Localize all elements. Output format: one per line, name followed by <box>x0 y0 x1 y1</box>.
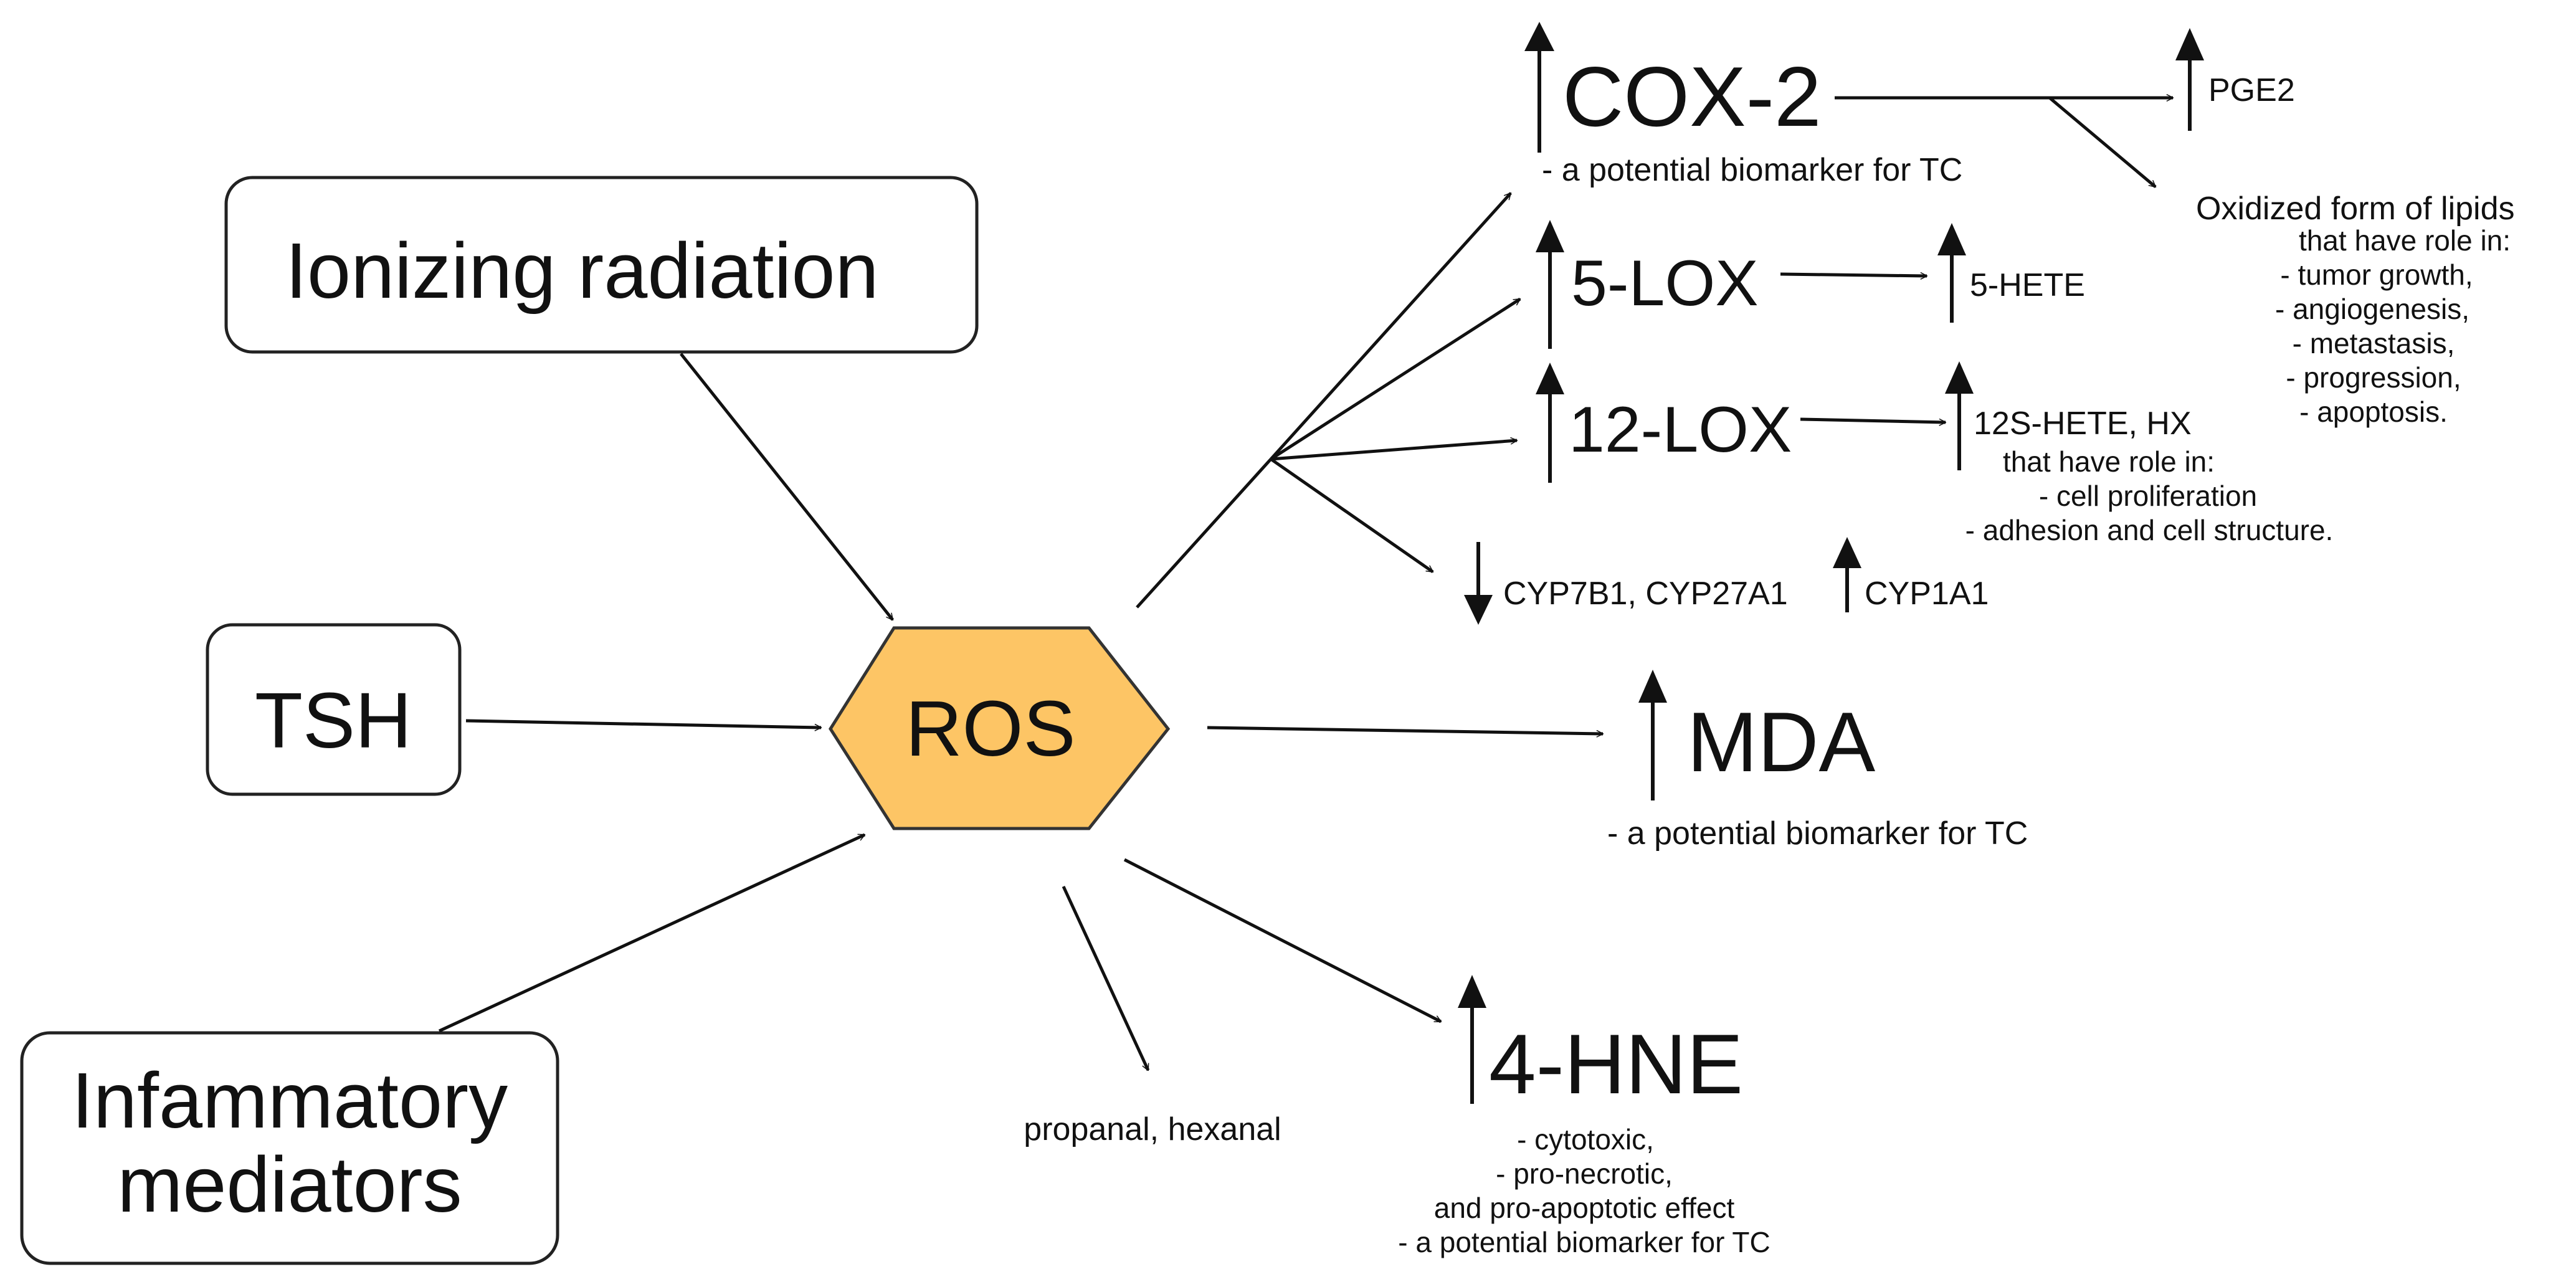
propanal-hexanal-label: propanal, hexanal <box>1024 1111 1281 1147</box>
arrow-cox2-to-lipids <box>2048 97 2155 188</box>
lox5-node: 5-LOX <box>1536 220 1759 349</box>
cyp-up-arrow-icon <box>1833 537 1861 568</box>
arrow-to-cyp <box>1270 457 1433 574</box>
arrow-ionizing-to-ros <box>680 353 894 620</box>
lox5-label: 5-LOX <box>1571 247 1759 320</box>
pge2-up-arrow-icon <box>2175 28 2204 60</box>
ionizing-radiation-label: Ionizing radiation <box>285 227 879 315</box>
hne-up-arrow-icon <box>1458 975 1486 1008</box>
hete5-label: 5-HETE <box>1970 267 2085 303</box>
tsh-node: TSH <box>206 623 462 796</box>
cox2-note: - a potential biomarker for TC <box>1542 152 1962 188</box>
arrow-to-propanal <box>1062 885 1150 1070</box>
inflammatory-mediators-node: Infammatory mediators <box>20 1031 559 1265</box>
cyp-up-label: CYP1A1 <box>1865 576 1989 612</box>
oxidized-lipids-title: Oxidized form of lipids <box>2196 191 2515 227</box>
lipids-line-2: - tumor growth, <box>2280 259 2473 291</box>
inflammatory-label-line1: Infammatory <box>72 1057 508 1144</box>
arrow-to-mda <box>1207 726 1603 734</box>
pge2-label: PGE2 <box>2208 72 2295 108</box>
lipids-line-1: that have role in: <box>2299 224 2511 257</box>
tsh-label: TSH <box>255 677 412 764</box>
arrow-to-5lox <box>1270 297 1520 461</box>
lipids-line-5: - progression, <box>2286 361 2461 394</box>
arrow-12lox-to-12shete <box>1800 417 1946 422</box>
cyp-node: CYP7B1, CYP27A1 CYP1A1 <box>1464 537 1989 625</box>
ros-node: ROS <box>829 626 1171 830</box>
pge2-node: PGE2 <box>2175 28 2295 131</box>
cyp-down-label: CYP7B1, CYP27A1 <box>1503 576 1788 612</box>
branch-stem <box>1136 458 1272 609</box>
oxidized-lipids-node: Oxidized form of lipids that have role i… <box>2196 191 2515 428</box>
cyp-down-arrow-icon <box>1464 595 1493 625</box>
hne-line-2: - pro-necrotic, <box>1496 1157 1673 1190</box>
lipids-line-3: - angiogenesis, <box>2275 293 2469 325</box>
hne-line-4: - a potential biomarker for TC <box>1398 1226 1770 1258</box>
hne-node: 4-HNE - cytotoxic, - pro-necrotic, and p… <box>1398 975 1770 1258</box>
mda-node: MDA - a potential biomarker for TC <box>1607 670 2028 852</box>
mda-note: - a potential biomarker for TC <box>1607 815 2028 852</box>
lox12-line-1: that have role in: <box>2003 445 2215 478</box>
lipids-line-6: - apoptosis. <box>2299 396 2448 428</box>
arrow-to-cox2 <box>1270 193 1512 460</box>
ros-label: ROS <box>905 685 1075 772</box>
cox2-label: COX-2 <box>1562 49 1822 144</box>
lox12-up-arrow-icon <box>1536 363 1564 394</box>
inflammatory-label-line2: mediators <box>117 1141 462 1228</box>
hne-label: 4-HNE <box>1489 1017 1743 1111</box>
hne-line-3: and pro-apoptotic effect <box>1434 1192 1735 1224</box>
arrow-5lox-to-5hete <box>1780 274 1927 276</box>
mda-up-arrow-icon <box>1638 670 1667 703</box>
cox2-up-arrow-icon <box>1524 22 1554 51</box>
shete12-label: 12S-HETE, HX <box>1974 406 2192 442</box>
arrow-to-12lox <box>1270 440 1517 461</box>
shete12-node: 12S-HETE, HX that have role in: - cell p… <box>1945 361 2333 546</box>
lox12-line-3: - adhesion and cell structure. <box>1965 514 2334 546</box>
arrow-tsh-to-ros <box>465 719 821 728</box>
lox12-label: 12-LOX <box>1569 394 1792 466</box>
hne-line-1: - cytotoxic, <box>1517 1123 1654 1156</box>
lipids-line-4: - metastasis, <box>2293 327 2455 359</box>
mda-label: MDA <box>1687 695 1876 789</box>
lox5-up-arrow-icon <box>1536 220 1564 252</box>
cox2-node: COX-2 - a potential biomarker for TC <box>1524 22 1962 188</box>
arrow-to-4hne <box>1123 858 1441 1023</box>
ionizing-radiation-node: Ionizing radiation <box>224 176 979 354</box>
hete5-up-arrow-icon <box>1937 223 1966 255</box>
lox12-line-2: - cell proliferation <box>2039 480 2257 512</box>
arrow-inflammatory-to-ros <box>438 833 865 1033</box>
lox12-node: 12-LOX <box>1536 363 1792 483</box>
shete12-up-arrow-icon <box>1945 361 1974 394</box>
hete5-node: 5-HETE <box>1937 223 2085 323</box>
